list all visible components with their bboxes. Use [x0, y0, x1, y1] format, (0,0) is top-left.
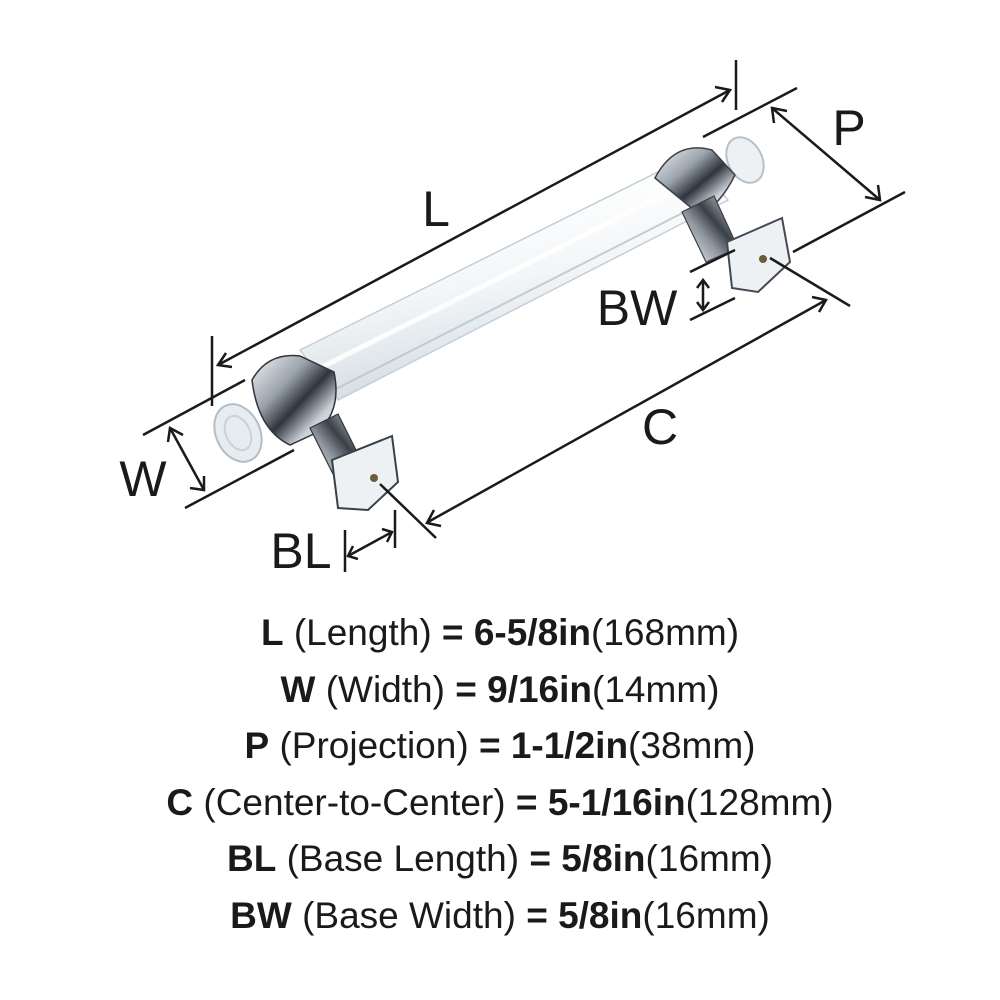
- base-width-arrow-bottom: [696, 301, 710, 313]
- spec-equals: =: [455, 668, 477, 710]
- spec-code: L: [260, 612, 284, 653]
- width-arrow-top: [166, 426, 184, 443]
- spec-metric: (16mm): [642, 894, 770, 936]
- projection-dimension-line: [771, 107, 881, 201]
- base-width-extension-top: [689, 248, 736, 274]
- base-length-label: BL: [270, 523, 331, 579]
- dimension-specs-list: L (Length) = 6-5/8in(168mm) W (Width) = …: [0, 605, 1000, 944]
- spec-metric: (128mm): [685, 781, 834, 823]
- spec-equals: =: [515, 781, 538, 823]
- center-extension-left: [379, 483, 437, 539]
- spec-name: (Projection): [279, 725, 469, 766]
- spec-imperial: 5-1/16in: [547, 781, 686, 823]
- right-end-cap: [725, 136, 765, 184]
- length-label: L: [422, 181, 450, 237]
- spec-name: (Base Length): [286, 838, 520, 879]
- base-length-arrow-left: [346, 545, 359, 561]
- spec-name: (Width): [325, 668, 445, 710]
- projection-label: P: [832, 100, 865, 156]
- length-dimension-line: [217, 88, 731, 367]
- center-dimension-line: [427, 298, 827, 524]
- length-arrow-left: [215, 352, 233, 369]
- center-arrow-left: [425, 509, 442, 528]
- spec-metric: (14mm): [592, 668, 720, 710]
- left-collar: [251, 354, 337, 446]
- base-width-label: BW: [597, 280, 678, 336]
- spec-center-to-center: C (Center-to-Center) = 5-1/16in(128mm): [0, 775, 1000, 832]
- spec-equals: =: [441, 612, 464, 653]
- left-end-cap: [213, 403, 263, 463]
- width-extension-bottom: [184, 448, 295, 510]
- base-length-dimension-line: [347, 530, 393, 558]
- right-screw-hole: [759, 255, 767, 263]
- spec-projection: P (Projection) = 1-1/2in(38mm): [0, 718, 1000, 775]
- spec-base-width: BW (Base Width) = 5/8in(16mm): [0, 888, 1000, 945]
- left-screw-hole: [370, 474, 378, 482]
- spec-name: (Center-to-Center): [203, 781, 506, 823]
- base-width-extension-bottom: [689, 296, 736, 322]
- spec-imperial: 6-5/8in: [473, 612, 592, 653]
- base-length-arrow-right: [381, 527, 394, 543]
- spec-name: (Length): [293, 612, 432, 653]
- spec-imperial: 5/8in: [561, 838, 646, 879]
- projection-arrow-top: [770, 106, 788, 124]
- length-arrow-right: [714, 85, 733, 103]
- spec-metric: (16mm): [645, 838, 773, 879]
- cabinet-pull-diagram: L P BW C W BL: [119, 60, 906, 579]
- spec-base-length: BL (Base Length) = 5/8in(16mm): [0, 831, 1000, 888]
- width-extension-top: [142, 378, 246, 437]
- dimension-lines: [142, 60, 906, 572]
- center-arrow-right: [811, 295, 828, 313]
- spec-code: W: [280, 668, 316, 710]
- spec-metric: (168mm): [591, 612, 740, 653]
- spec-code: BL: [227, 838, 277, 879]
- projection-extension-bottom: [792, 190, 906, 254]
- width-label: W: [119, 451, 167, 507]
- spec-equals: =: [526, 894, 548, 936]
- projection-extension-top: [702, 86, 798, 139]
- center-extension-right: [769, 256, 851, 308]
- left-base-plate: [330, 434, 400, 512]
- spec-equals: =: [529, 838, 551, 879]
- spec-imperial: 5/8in: [558, 894, 643, 936]
- spec-imperial: 1-1/2in: [510, 725, 629, 766]
- spec-code: BW: [230, 894, 292, 936]
- spec-name: (Base Width): [302, 894, 516, 936]
- center-label: C: [642, 399, 678, 455]
- spec-code: P: [244, 725, 270, 766]
- spec-metric: (38mm): [628, 725, 756, 766]
- spec-width: W (Width) = 9/16in(14mm): [0, 662, 1000, 719]
- spec-code: C: [166, 781, 194, 823]
- width-arrow-bottom: [189, 476, 206, 492]
- spec-length: L (Length) = 6-5/8in(168mm): [0, 605, 1000, 662]
- spec-equals: =: [478, 725, 501, 766]
- width-dimension-line: [168, 427, 206, 491]
- projection-arrow-bottom: [864, 184, 882, 202]
- spec-imperial: 9/16in: [487, 668, 593, 710]
- cabinet-pull-illustration: [213, 136, 792, 512]
- right-base-plate: [725, 216, 792, 294]
- base-width-arrow-top: [696, 277, 710, 289]
